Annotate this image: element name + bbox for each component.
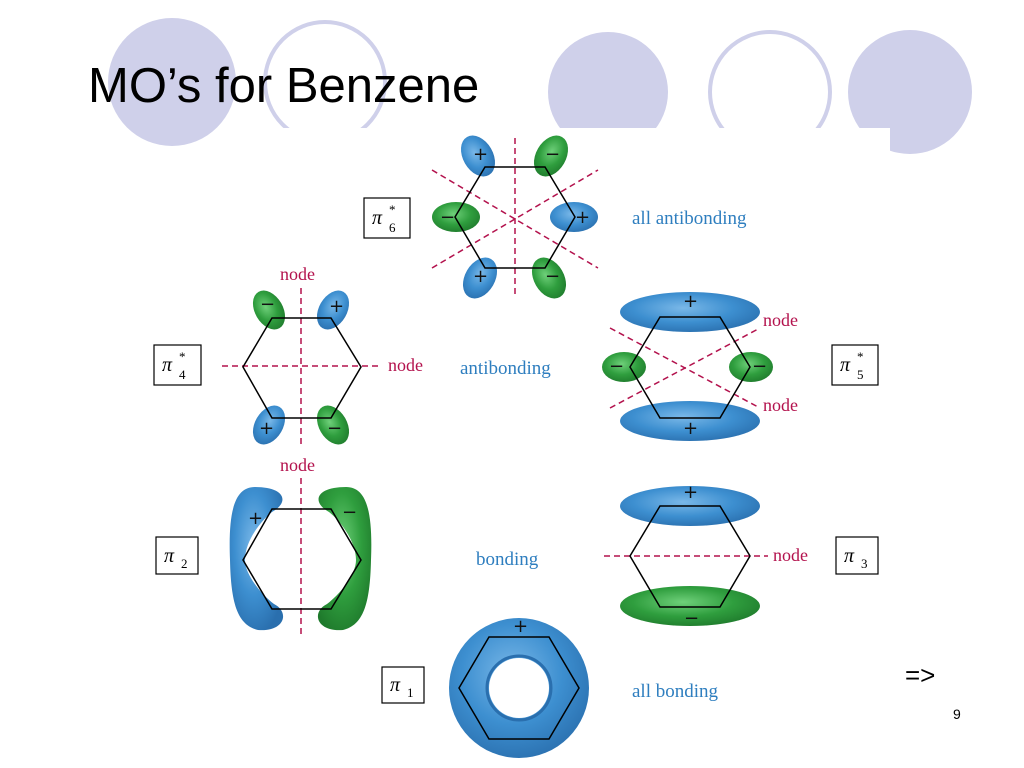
pi-symbol: π <box>390 674 401 696</box>
node-label: node <box>280 455 315 475</box>
lobe-blue <box>316 290 350 330</box>
pi-symbol: π <box>372 207 383 229</box>
lobe-blue <box>550 202 598 232</box>
lobe-green <box>533 135 569 177</box>
torus-hole <box>489 658 549 718</box>
sign: − <box>342 502 357 523</box>
node-label: node <box>773 545 808 565</box>
sign: + <box>473 144 488 165</box>
lobe-blue <box>229 487 284 631</box>
sign: − <box>440 207 455 228</box>
sign: + <box>329 296 344 317</box>
benzene-ring <box>629 505 751 608</box>
benzene-ring <box>458 636 580 740</box>
sign: − <box>260 294 275 315</box>
lobe-blue <box>460 135 496 177</box>
pi-subscript: 6 <box>389 220 396 235</box>
pi-superscript: * <box>389 202 396 217</box>
pi-symbol: π <box>162 354 173 376</box>
lobe-green <box>316 405 350 445</box>
orbital-pi6-star: + − − + + − π * 6 all antibonding <box>363 135 747 299</box>
deco-circle-3 <box>548 32 668 152</box>
lobe-blue <box>620 292 760 332</box>
lobe-green <box>317 487 372 631</box>
lobe-green <box>620 586 760 626</box>
sign: + <box>473 266 488 287</box>
torus-shade <box>485 654 553 722</box>
orbital-description: all antibonding <box>632 208 747 229</box>
pi-symbol: π <box>840 354 851 376</box>
deco-circle-5 <box>848 30 972 154</box>
sign: + <box>248 508 263 529</box>
node-label: node <box>280 264 315 284</box>
benzene-ring <box>242 317 362 419</box>
sign: − <box>752 356 767 377</box>
antibonding-label: antibonding <box>460 358 551 379</box>
sign: − <box>545 266 560 287</box>
orbital-pi1: + π 1 all bonding <box>381 616 719 758</box>
pi-subscript: 2 <box>181 556 188 571</box>
pi-superscript: * <box>857 349 864 364</box>
node-label: node <box>763 395 798 415</box>
benzene-ring <box>242 508 362 610</box>
node-line <box>431 169 599 269</box>
orbital-label-box <box>363 197 411 239</box>
sign: − <box>609 356 624 377</box>
pi-symbol: π <box>164 545 175 567</box>
orbital-label-box <box>831 344 879 386</box>
slide-title: MO’s for Benzene <box>88 59 480 113</box>
sign: − <box>545 144 560 165</box>
sign: + <box>683 291 698 312</box>
pi-symbol: π <box>844 545 855 567</box>
sign: + <box>575 207 590 228</box>
pi-subscript: 5 <box>857 367 864 382</box>
benzene-ring <box>454 166 576 269</box>
next-slide-arrow[interactable]: => <box>905 660 936 690</box>
lobe-green <box>252 290 286 330</box>
lobe-blue <box>252 405 286 445</box>
sign: + <box>513 616 528 637</box>
sign: + <box>683 418 698 439</box>
sign: + <box>683 482 698 503</box>
benzene-ring <box>629 316 751 419</box>
sign: − <box>684 608 699 629</box>
sign: − <box>327 418 342 439</box>
pi-superscript: * <box>179 349 186 364</box>
node-label: node <box>763 310 798 330</box>
orbital-pi5-star: + − − + node node π * 5 <box>602 291 879 441</box>
decorative-circles <box>108 18 972 160</box>
pi-subscript: 4 <box>179 367 186 382</box>
orbital-label-box <box>835 536 879 575</box>
bonding-label: bonding <box>476 549 539 570</box>
orbital-label-box <box>381 666 425 704</box>
sign: + <box>259 418 274 439</box>
pi-subscript: 1 <box>407 685 414 700</box>
node-label: node <box>388 355 423 375</box>
orbital-label-box <box>153 344 202 386</box>
page-number: 9 <box>953 706 961 722</box>
node-line <box>431 169 599 269</box>
lobe-green <box>432 202 480 232</box>
orbital-label-box <box>155 536 199 575</box>
orbital-pi4-star: node node − + + − π * 4 <box>153 264 423 448</box>
lobe-blue <box>620 401 760 441</box>
orbital-description: all bonding <box>632 681 719 702</box>
lobe-green <box>729 352 773 382</box>
deco-circle-1 <box>108 18 236 146</box>
pi-subscript: 3 <box>861 556 868 571</box>
orbital-pi2: node + − π 2 <box>155 455 372 638</box>
orbital-pi3: + − node π 3 <box>604 482 879 629</box>
